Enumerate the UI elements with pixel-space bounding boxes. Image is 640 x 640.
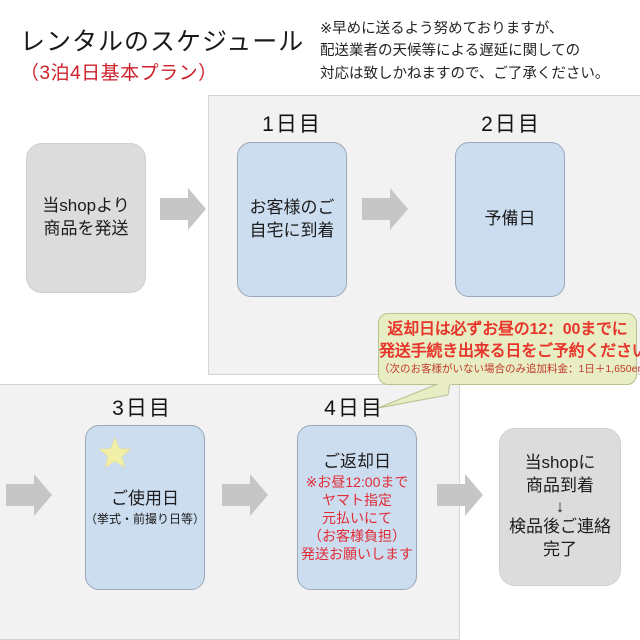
day3-label: 3日目	[112, 397, 172, 420]
arrow-day3-to-day4	[222, 484, 250, 506]
arrow-start-to-day1	[160, 198, 188, 220]
start-box-line-1: 当shopより	[42, 196, 130, 216]
callout-line-1: 返却日は必ずお昼の12：00までに	[387, 321, 628, 338]
day3-line-1: ご使用日	[111, 488, 179, 508]
day1-line-2: 自宅に到着	[249, 220, 335, 240]
page-subtitle: （3泊4日基本プラン）	[20, 63, 218, 84]
day1-label: 1日目	[262, 113, 322, 136]
day4-red-4: （お客様負担）	[308, 527, 406, 544]
day4-red-5: 発送お願いします	[301, 545, 413, 562]
callout-line-2: 発送手続き出来る日をご予約ください	[379, 342, 640, 360]
day2-box: 予備日	[455, 142, 565, 297]
day4-red-3: 元払いにて	[322, 510, 392, 527]
day4-red-1: ※お昼12:00まで	[305, 474, 409, 491]
header-note-line-2: 配送業者の天候等による遅延に関しての	[320, 43, 581, 60]
callout-fine-print: （次のお客様がいない場合のみ追加料金：1日＋1,650en）	[379, 363, 640, 376]
callout-tail	[377, 381, 452, 409]
day2-line-1: 予備日	[484, 209, 536, 229]
day2-label: 2日目	[481, 113, 541, 136]
end-box: 当shopに 商品到着 ↓ 検品後ご連絡 完了	[499, 428, 621, 586]
day1-box: お客様のご 自宅に到着	[237, 142, 347, 297]
return-deadline-callout: 返却日は必ずお昼の12：00までに 発送手続き出来る日をご予約ください （次のお…	[378, 313, 640, 385]
day4-box: ご返却日 ※お昼12:00まで ヤマト指定 元払いにて （お客様負担） 発送お願…	[297, 425, 417, 590]
arrow-down-icon: ↓	[555, 496, 565, 516]
day4-label: 4日目	[324, 397, 384, 420]
arrow-day1-to-day2	[362, 198, 390, 220]
header-note: ※早めに送るよう努めておりますが、 配送業者の天候等による遅延に関しての 対応は…	[320, 18, 609, 85]
header-note-line-1: ※早めに送るよう努めておりますが、	[320, 21, 564, 37]
start-box-line-2: 商品を発送	[43, 219, 129, 238]
day1-line-1: お客様のご	[249, 197, 335, 217]
star-icon	[98, 436, 132, 469]
day4-line-1: ご返却日	[323, 452, 391, 472]
day3-box: ご使用日 （挙式・前撮り日等）	[85, 425, 205, 590]
arrow-day2-to-day3	[6, 484, 34, 506]
day3-line-2: （挙式・前撮り日等）	[85, 511, 206, 526]
arrow-day4-to-end	[437, 484, 465, 506]
end-box-line-3: 検品後ご連絡	[509, 517, 611, 537]
start-box: 当shopより 商品を発送	[26, 143, 146, 293]
end-box-line-1: 当shopに	[524, 452, 596, 472]
header-note-line-3: 対応は致しかねますので、ご了承ください。	[320, 65, 610, 82]
page-title: レンタルのスケジュール	[20, 28, 305, 56]
end-box-line-4: 完了	[543, 540, 577, 560]
day4-red-2: ヤマト指定	[322, 492, 392, 509]
end-box-line-2: 商品到着	[526, 475, 594, 495]
